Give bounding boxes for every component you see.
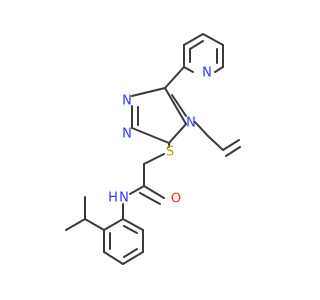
structure-svg: N N N N S O N H [65,33,241,265]
bond-pyridine-triazole [164,66,185,89]
bond-allyl-2 [207,135,224,151]
bond-py-1 [183,33,204,46]
bond-py-4 [214,66,224,73]
bond-py-double-1 [189,40,204,50]
atom-label-n-pyridine: N [202,66,212,81]
bond-carbonyl-n [129,185,145,195]
bond-tri-5 [164,87,187,125]
triazole-ring [131,87,187,144]
bond-allyl-3 [222,139,240,151]
aryl-ring [103,218,144,265]
bond-ar-4 [122,251,144,265]
bond-tri-3 [131,127,170,144]
atom-label-amide-h: H [108,191,118,206]
bond-ar-3 [103,251,124,265]
bond-tri-5b [171,94,187,117]
bond-isopropyl-1 [84,218,105,231]
molecule-diagram: N N N N S O N H [65,33,241,265]
isopropyl-group [65,196,105,231]
bond-allyl-1 [194,121,209,137]
bond-tri-4 [168,123,187,144]
bond-ar-double-2 [123,248,138,258]
atom-label-n-triazole-2: N [122,127,132,142]
bond-ar-double-3 [123,225,138,234]
bond-py-2 [202,33,224,46]
pyridine-ring [183,33,224,73]
bond-c-o-2 [139,192,161,205]
bond-ar-6 [122,218,144,231]
bond-py-5 [183,66,194,73]
bond-c-o-1 [143,185,165,199]
bond-isopropyl-2 [65,218,86,231]
atom-label-amide-n: N [119,191,129,206]
bond-tri-1 [131,87,166,97]
bond-sulfur-ch2 [143,153,165,165]
atom-label-sulfur: S [166,145,174,160]
allyl-chain [194,121,241,157]
bond-allyl-double [225,146,241,157]
acetamide [122,163,165,220]
atom-label-oxygen: O [171,192,181,207]
atom-label-n-triazole-4: N [186,116,196,131]
bond-ar-1 [103,218,124,231]
atom-label-n-triazole-1: N [122,94,132,109]
